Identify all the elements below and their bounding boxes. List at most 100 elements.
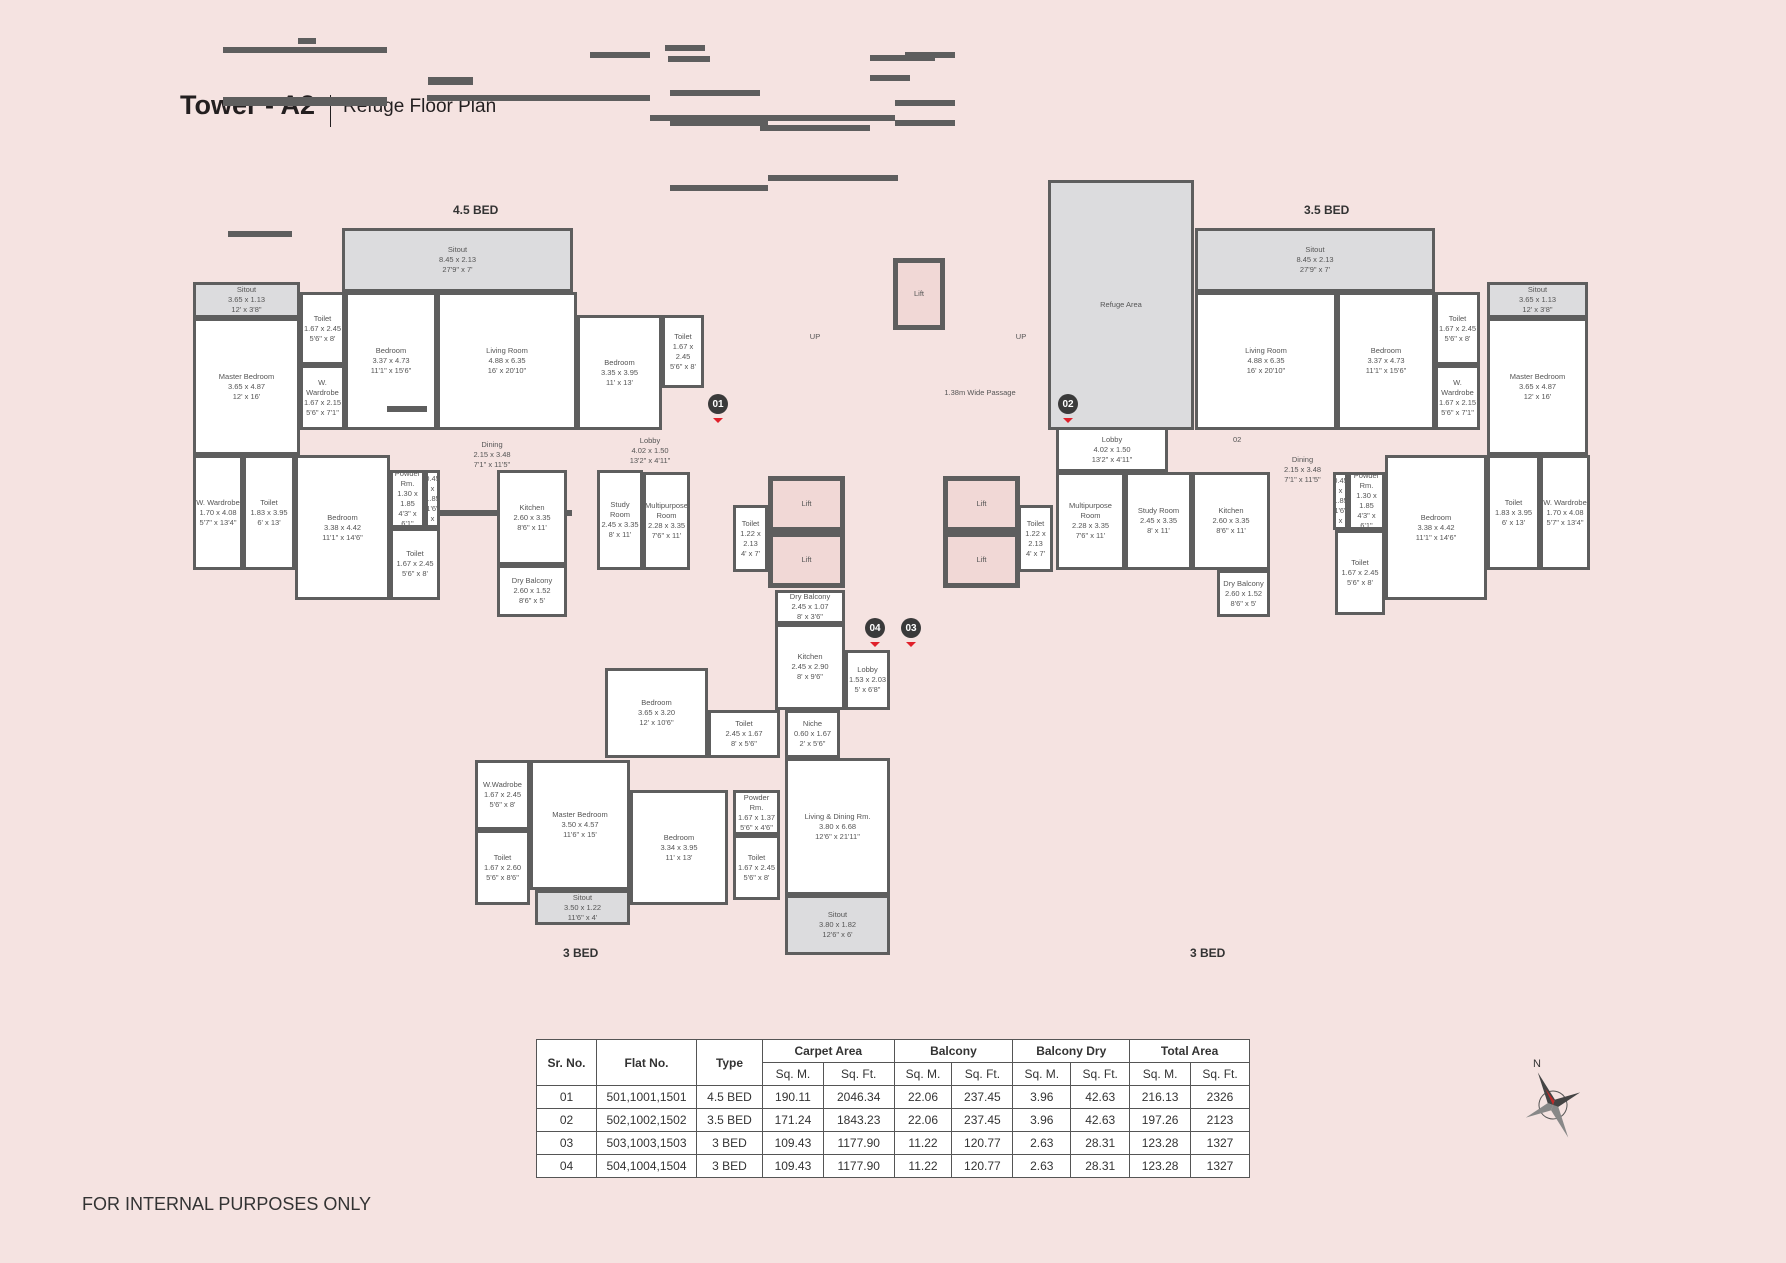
room-metric: 3.37 x 4.73 [1367,356,1405,365]
room-name: Lift [801,555,812,564]
unit-label-4-5-bed: 4.5 BED [453,203,499,217]
room-metric: 1.67 x 2.45 [737,862,776,872]
room-name: Toilet [260,497,278,507]
room: Lift [893,258,945,330]
room-name: Dining [1291,455,1314,464]
room-imperial: 8'6" x 11' [517,522,547,532]
col-total-area: Total Area [1129,1039,1250,1063]
floor-area [387,406,427,412]
room-imperial: 27'9" x 7' [1299,265,1331,274]
passage-label: 1.38m Wide Passage [944,388,1016,397]
col-sr-no: Sr. No. [536,1039,597,1086]
room-imperial: 4'3" x 6'1" [1357,511,1376,530]
floor-area [428,79,473,85]
floor-area [870,75,910,81]
table-cell: 22.06 [893,1085,953,1109]
room-name: Niche [802,719,823,728]
room-imperial: 13'2" x 4'11" [629,456,671,465]
room-metric: 0.60 x 1.67 [793,729,832,738]
room-metric: 1.67 x 2.45 [1438,323,1477,333]
room-imperial: 12' x 16' [232,391,261,401]
room-name: Toilet [674,331,692,341]
col-type: Type [696,1039,763,1086]
unit-marker-01: 01 [708,394,728,423]
room-name: W.Wadrobe [483,780,522,789]
room-metric: 1.70 x 4.08 [199,507,237,517]
room-name: Toilet [1448,313,1467,323]
floor-area [228,231,292,237]
room-name: Sitout [1527,285,1548,294]
table-cell: 1327 [1190,1131,1250,1155]
room-name: Toilet [747,852,766,862]
table-cell: 04 [536,1154,597,1178]
room-name: Multipurpose Room [645,501,688,520]
room-name: W. Wardrobe [196,497,240,507]
room-metric: 4.88 x 6.35 [1247,356,1285,365]
room-imperial: 8' x 11' [608,530,632,539]
room-imperial: 5'6" x 8' [1347,577,1373,587]
room-name: Dry Balcony [511,576,553,585]
room-metric: 2.45 x 2.90 [791,662,829,671]
room-metric: 2.15 x 3.48 [1283,465,1322,474]
col-flat-no: Flat No. [596,1039,697,1086]
room-name: Kitchen [797,652,823,661]
footer-disclaimer: FOR INTERNAL PURPOSES ONLY [82,1194,372,1214]
room-metric: 1.22 x 2.13 [1025,528,1046,548]
room-imperial: 5'6" x 8' [1444,333,1471,343]
room-name: Master Bedroom [552,810,608,819]
room-metric: 4.02 x 1.50 [631,446,669,455]
room-metric: 1.70 x 4.08 [1546,507,1584,517]
room-metric: 8.45 x 2.13 [1296,255,1334,264]
room-name: Lobby [857,665,878,674]
room-name: Dry Balcony [1223,578,1264,588]
room-imperial: 12' x 3'8" [231,305,262,314]
room-name: Bedroom [375,346,407,355]
room-name: Powder Rm. [394,470,421,488]
room-imperial: 5'6" x 4'6" [740,822,773,832]
room-metric: 2.45 x 1.07 [791,602,829,611]
floor-area [670,90,760,96]
unit-label-3-bed-left: 3 BED [563,946,599,960]
room-imperial: 11'1" x 14'6" [322,532,363,542]
room-name: Sitout [1305,245,1325,254]
floor-area [305,47,387,53]
room-name: Bedroom [1420,512,1452,522]
table-cell: 109.43 [762,1131,824,1155]
room-name: Sitout [236,285,257,294]
table-cell: 1177.90 [822,1154,895,1178]
room-name: Refuge Area [1100,300,1142,309]
room-metric: 1.67 x 2.60 [483,862,522,872]
room-imperial: 5'6" x 7'1" [1441,407,1474,417]
room-name: Toilet [741,518,760,528]
room-imperial: 7'1" x 11'5" [1284,475,1321,484]
room-imperial: 2' x 5'6" [799,739,826,748]
room-name: Powder Rm. [743,792,770,812]
room-metric: 2.28 x 3.35 [647,521,686,530]
room: Lift [768,532,845,588]
table-cell: 28.31 [1070,1131,1131,1155]
room-name: Bedroom [327,512,358,522]
room-imperial: 4'3" x 6'1" [398,509,417,528]
room-metric: 0.45 x 1.85 [1333,476,1348,505]
floor-area [670,185,768,191]
room-name: Toilet [1351,557,1369,567]
table-cell: 3.96 [1012,1085,1072,1109]
room-imperial: 4' x 7' [1025,548,1046,558]
table-cell: 237.45 [951,1085,1014,1109]
room-imperial: 8'6" x 5' [1230,598,1257,608]
subheader-cell: Sq. M. [762,1062,824,1086]
room-imperial: 12' x 10'6" [639,718,674,727]
room-imperial: 8'6" x 11' [1216,526,1246,535]
